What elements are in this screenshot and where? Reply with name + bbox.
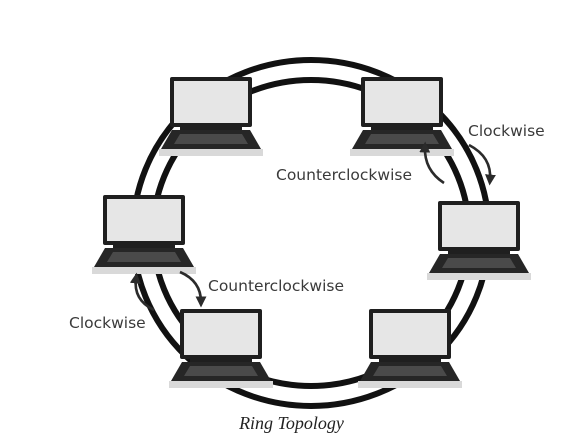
clockwise-arrow-right [468,143,496,186]
laptop-top-right [350,77,454,156]
laptop-top-left [159,77,263,156]
diagram-caption: Ring Topology [239,413,344,433]
clockwise-label-top-right: Clockwise [468,122,545,140]
laptop-bottom-right [358,309,462,388]
counterclockwise-label-top-right: Counterclockwise [276,166,413,184]
clockwise-arrow-left [129,272,155,312]
laptop-right [427,201,531,280]
counterclockwise-arrow-right [419,141,445,185]
counterclockwise-arrow-left [179,270,207,308]
laptop-bottom-left [169,309,273,388]
counterclockwise-label-bottom-left: Counterclockwise [208,277,345,295]
clockwise-label-bottom-left: Clockwise [69,314,146,332]
laptop-left [92,195,196,274]
